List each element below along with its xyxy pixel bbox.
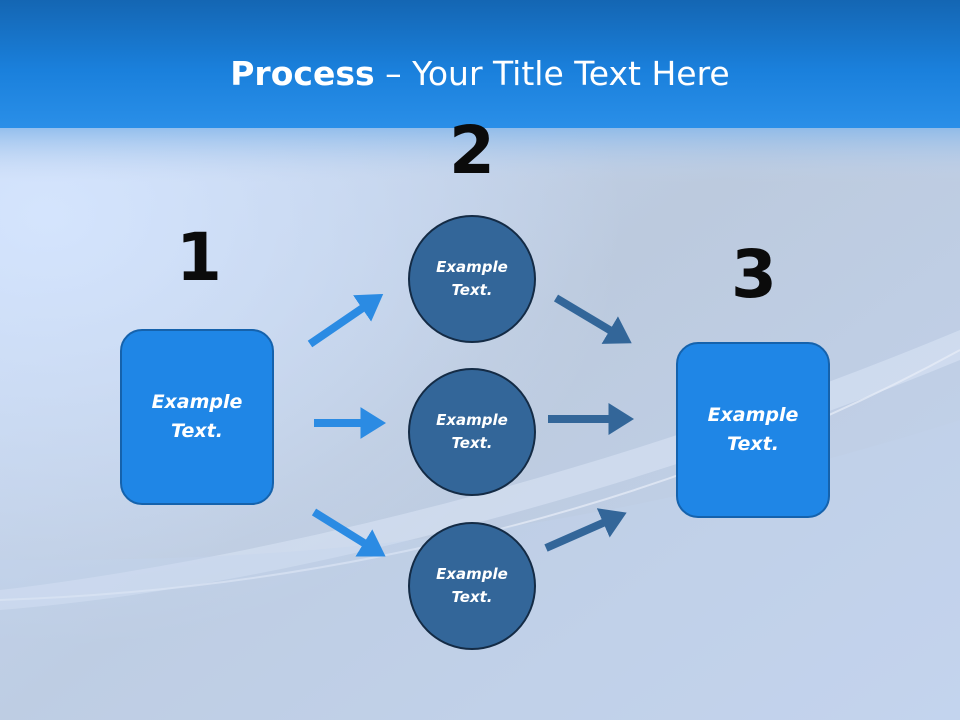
- step-number-1: 1: [176, 219, 222, 296]
- step-1-box: Example Text.: [120, 329, 274, 505]
- step-3-text: Example Text.: [707, 404, 799, 455]
- step-2-circle-middle-text: Example Text.: [436, 411, 508, 452]
- arrow-1-to-bottom-icon: [311, 508, 386, 557]
- title-bold-part: Process: [230, 54, 375, 93]
- step-2-circle-middle: Example Text.: [408, 368, 536, 496]
- step-2-circle-top-text: Example Text.: [436, 258, 508, 299]
- step-number-3: 3: [731, 236, 777, 313]
- arrow-top-to-3-icon: [553, 294, 632, 344]
- title-rest-part: – Your Title Text Here: [374, 54, 730, 93]
- step-2-circle-bottom: Example Text.: [408, 522, 536, 650]
- step-2-circle-bottom-text: Example Text.: [436, 565, 508, 606]
- arrow-1-to-top-icon: [307, 293, 384, 348]
- slide-title: Process – Your Title Text Here: [0, 52, 960, 96]
- arrow-bottom-to-3-icon: [544, 508, 627, 552]
- step-3-box: Example Text.: [676, 342, 830, 518]
- step-2-circle-top: Example Text.: [408, 215, 536, 343]
- step-number-2: 2: [449, 112, 495, 189]
- step-1-text: Example Text.: [151, 391, 243, 442]
